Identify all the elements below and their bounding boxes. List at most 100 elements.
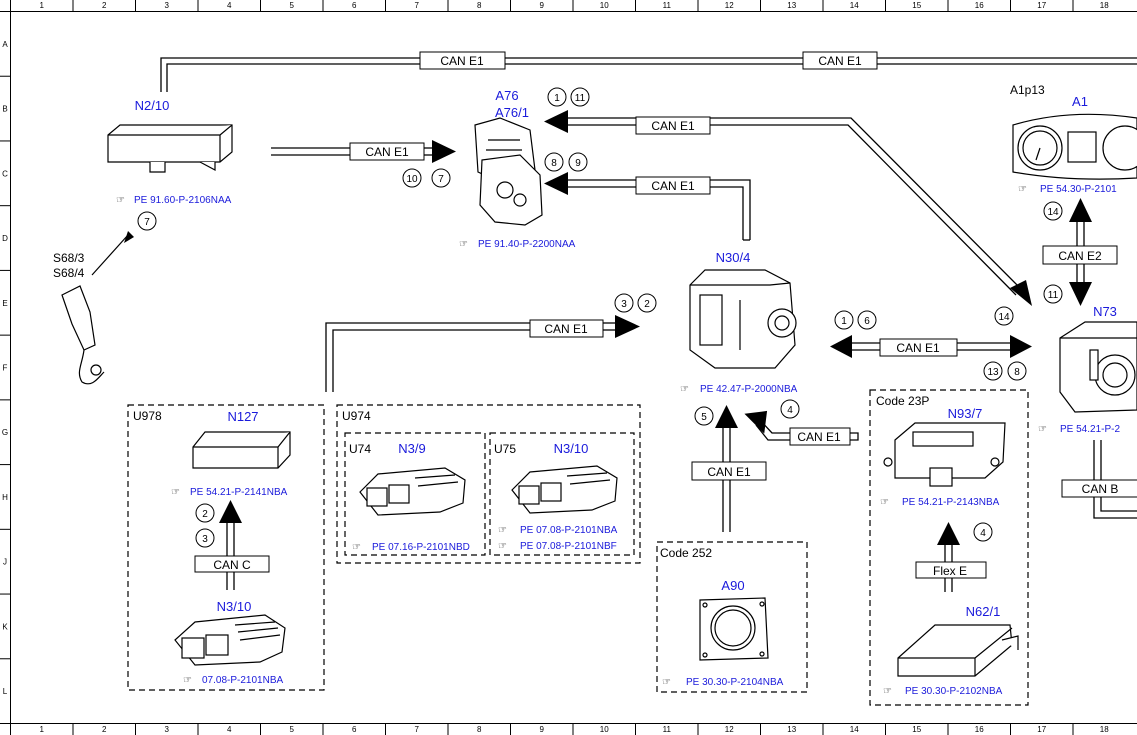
group-label: Code 252 [660,546,712,560]
bus-box [419,51,506,70]
grid-row-label: A [2,40,8,49]
grid-column-label: 2 [102,1,107,10]
grid-column-label: 10 [600,1,609,10]
reference: PE 30.30-P-2102NBA [905,686,1003,697]
manual-icon: ☞ [680,384,689,395]
abs-esp-unit-icon [689,269,797,369]
svg-text:6: 6 [864,316,870,327]
bus-box [802,51,878,70]
manual-icon: ☞ [498,541,507,552]
seat-belt-buckle-icon [61,285,105,385]
reference: 07.08-P-2101NBA [202,675,283,686]
svg-text:7: 7 [438,174,444,185]
bus-label-can-e1: CAN E1 [896,341,940,355]
component-name: N3/10 [554,441,589,456]
engine-ecu-icon [359,467,466,516]
reference: PE 54.30-P-2101 [1040,184,1117,195]
bus-label-can-e1: CAN E1 [440,54,484,68]
a76-retractor-icon [474,117,543,226]
component-label: A1p13 [1010,83,1045,97]
bus-label-can-c: CAN C [213,558,251,572]
marker: 2 [637,293,657,313]
svg-text:3: 3 [621,299,627,310]
grid-column-label: 11 [663,1,672,10]
group-code23p [869,389,1029,706]
grid-column-label: 1 [40,1,45,10]
marker: 3 [614,293,634,313]
grid-column-label: 3 [165,725,170,734]
manual-icon: ☞ [880,497,889,508]
marker: 4 [973,522,993,542]
group-u74 [344,432,486,556]
component-name: N62/1 [966,604,1001,619]
bus-label-can-e1: CAN E1 [544,322,588,336]
component-name: A90 [721,578,744,593]
grid-row-label: L [3,687,8,696]
marker: 7 [137,211,157,231]
grid-column-label: 13 [787,1,796,10]
can-e1-a90-bus [722,428,731,532]
svg-text:8: 8 [1014,367,1020,378]
grid-column-label: 8 [477,725,482,734]
can-e1-a76-top-bus [568,117,1023,296]
manual-icon: ☞ [352,542,361,553]
grid-column-label: 1 [40,725,45,734]
component-name: N93/7 [948,406,983,421]
grid-column-label: 8 [477,1,482,10]
marker: 1 [834,310,854,330]
marker: 14 [1043,201,1063,221]
can-e1-middle-bus [325,322,615,392]
reference: PE 54.21-P-2141NBA [190,487,288,498]
reference: PE 91.40-P-2200NAA [478,239,576,250]
grid-column-label: 17 [1037,725,1046,734]
component-name: N3/10 [217,599,252,614]
manual-icon: ☞ [1018,184,1027,195]
marker: 9 [568,152,588,172]
component-name: N30/4 [716,250,751,265]
grid-column-label: 18 [1100,1,1109,10]
manual-icon: ☞ [498,525,507,536]
svg-text:2: 2 [644,299,650,310]
arrow-head [432,140,456,163]
n93-7-module-icon [883,422,1006,487]
marker: 4 [780,399,800,419]
group-label: U974 [342,409,371,423]
grid-row-label: D [2,234,8,243]
marker: 8 [544,152,564,172]
marker: 11 [1043,284,1063,304]
manual-icon: ☞ [183,675,192,686]
marker: 5 [694,406,714,426]
manual-icon: ☞ [883,686,892,697]
group-label: U978 [133,409,162,423]
marker: 2 [195,503,215,523]
component-name: S68/4 [53,266,85,280]
svg-text:3: 3 [202,534,208,545]
grid-row-label: K [2,622,8,631]
grid-column-label: 18 [1100,725,1109,734]
group-u974 [336,404,641,564]
bus-label-can-e1: CAN E1 [651,119,695,133]
can-b-bus [1093,440,1137,519]
group-code252 [656,541,808,693]
grid-row-label: E [2,299,7,308]
marker: 14 [994,306,1014,326]
grid-column-label: 12 [725,725,734,734]
can-e1-a76-bottom-bus [568,179,751,241]
instrument-cluster-icon [1012,113,1137,180]
a90-sensor-icon [699,597,769,661]
group-label: U75 [494,442,516,456]
svg-text:11: 11 [575,93,586,104]
n2-10-module-icon [107,124,233,173]
svg-text:1: 1 [841,316,847,327]
manual-icon: ☞ [459,239,468,250]
can-e1-n2-bus [271,147,432,156]
grid-column-label: 16 [975,725,984,734]
manual-icon: ☞ [662,677,671,688]
grid-column-label: 3 [165,1,170,10]
reference: PE 42.47-P-2000NBA [700,384,798,395]
grid-row-label: F [3,364,8,373]
